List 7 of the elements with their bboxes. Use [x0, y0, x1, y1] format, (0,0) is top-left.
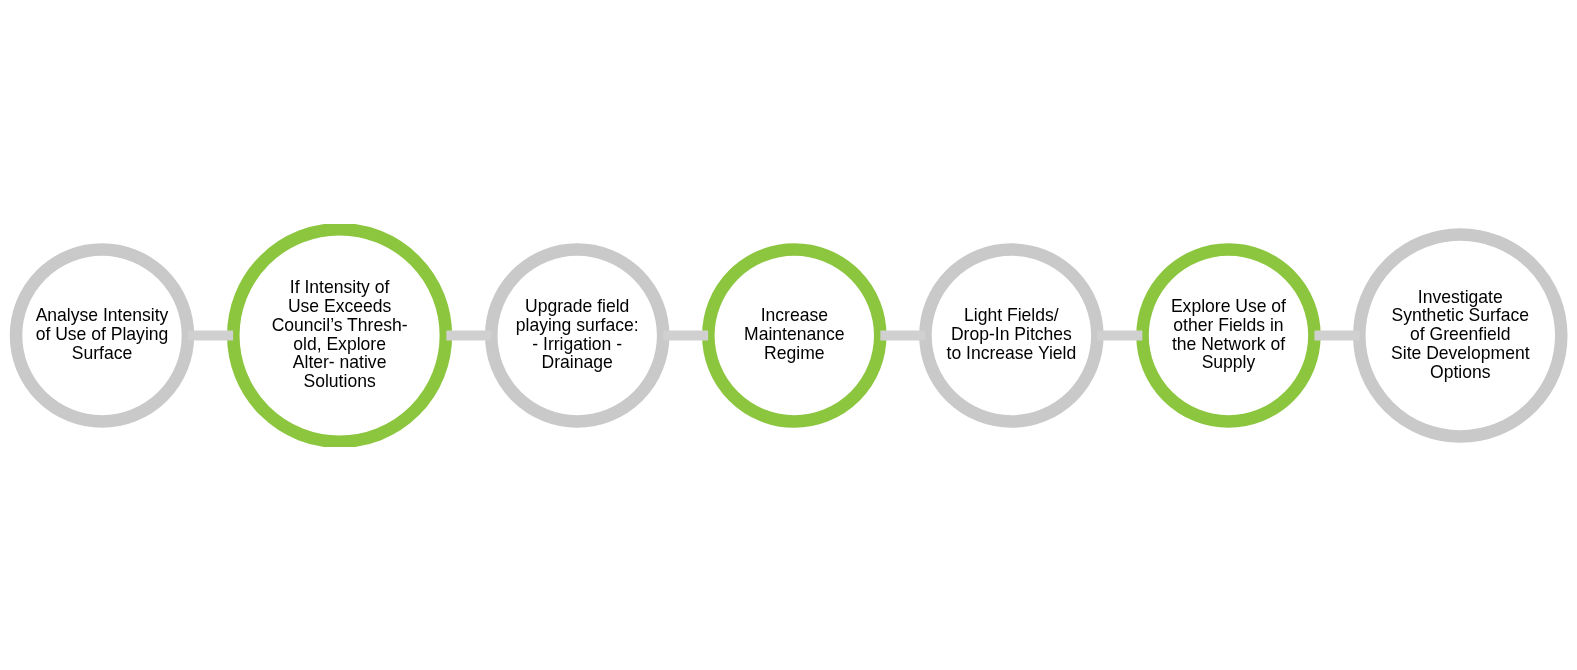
- node-circle: Upgrade field playing surface: - Irrigation - Drainage: [484, 242, 670, 428]
- node-circle: Investigate Synthetic Surface of Greenfield Site Development Options: [1353, 227, 1568, 443]
- node-circle: Increase Maintenance Regime: [702, 242, 887, 428]
- node-circle: Explore Use of other Fields in the Network of Supply: [1136, 242, 1321, 428]
- node-circle: Light Fields/ Drop-In Pitches to Increase Yield: [919, 242, 1104, 428]
- node-circle: If Intensity of Use Exceeds Council’s Thresh- old, Explore Alter- native Solutions: [227, 223, 453, 447]
- node-circle: Analyse Intensity of Use of Playing Surface: [9, 242, 195, 428]
